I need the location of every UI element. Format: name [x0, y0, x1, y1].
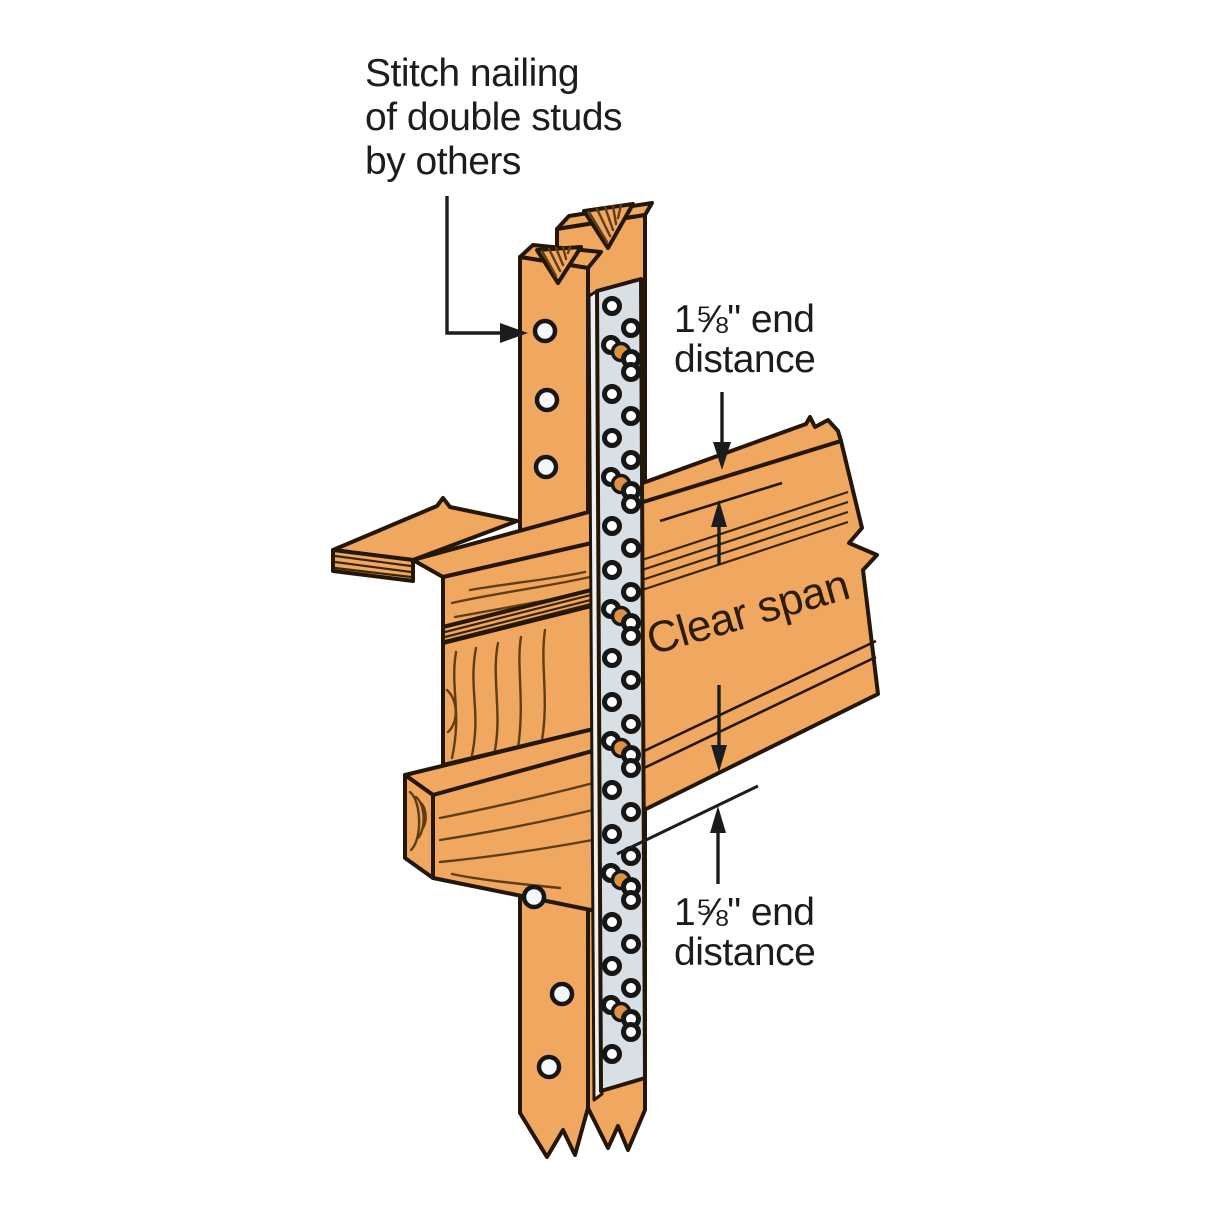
plywood-sheathing — [331, 496, 519, 583]
block-end-grain-rings — [408, 790, 427, 852]
top-nail-row-line — [659, 481, 783, 523]
beam-right-segment — [638, 415, 880, 814]
strap-hole — [602, 516, 622, 536]
strap-hole — [621, 802, 641, 822]
stud-nail-head-icon — [534, 387, 560, 413]
title-leader-line — [445, 196, 502, 335]
front-stud-break-notch — [535, 245, 583, 285]
strap-hole — [621, 494, 641, 514]
strap-hole — [602, 780, 622, 800]
bottom-extension-line — [616, 784, 759, 856]
strap-hole — [621, 758, 641, 778]
back-stud-break-notch — [582, 202, 635, 250]
clear-span-top-arrowhead-icon — [711, 500, 727, 527]
strap-hole — [621, 890, 641, 910]
strap-hole — [621, 714, 641, 734]
strap-holes-and-nails — [601, 296, 641, 1064]
strap-hole — [602, 912, 622, 932]
stud-nail-head-icon — [532, 318, 558, 344]
stud-nail-head-icon — [536, 1054, 562, 1080]
strap-hole — [621, 318, 641, 338]
strap-hole — [602, 824, 622, 844]
top-end-distance-line-1: 1⅝" end — [674, 298, 814, 341]
strap-hole — [621, 582, 641, 602]
strap-hole — [621, 362, 641, 382]
bottom-end-distance-line-2: distance — [674, 931, 815, 974]
strap-hole — [602, 560, 622, 580]
clear-span-bottom-arrowhead-icon — [711, 745, 727, 772]
stud-nail-head-icon — [549, 981, 575, 1007]
title-line-2: of double studs — [365, 96, 622, 139]
title-leader-arrowhead-icon — [500, 323, 528, 343]
front-stud-notch-hatching — [540, 245, 572, 278]
top-end-distance-label: 1⅝" end distance — [674, 298, 825, 381]
strap-hole — [602, 296, 622, 316]
title: Stitch nailing of double studs by others — [365, 52, 632, 183]
strap-hole — [621, 626, 641, 646]
back-stud-notch-hatching — [587, 203, 623, 244]
strap-hole — [621, 1022, 641, 1042]
beam-right-plywood-lines — [641, 490, 849, 592]
strap-hole — [602, 428, 622, 448]
sheathing-lamination-lines — [334, 554, 412, 579]
bottom-end-distance-label: 1⅝" end distance — [674, 891, 825, 974]
strap-hole — [621, 406, 641, 426]
strap-hole — [621, 934, 641, 954]
strap-hole — [621, 450, 641, 470]
top-end-distance-line-2: distance — [674, 338, 815, 381]
bottom-plate-block — [403, 721, 642, 922]
stud-nail-head-icon — [533, 454, 559, 480]
beam-right-bottom-lam-lines — [641, 639, 877, 771]
strap-hole — [602, 1044, 622, 1064]
title-line-3: by others — [365, 140, 521, 183]
stud-nail-heads — [521, 318, 575, 1080]
strap-hole — [621, 978, 641, 998]
strap-hole — [621, 670, 641, 690]
stud-nail-head-icon — [521, 884, 547, 910]
top-end-distance-arrowhead-icon — [713, 442, 731, 470]
beam-bottom-lumber-grain — [445, 628, 547, 762]
strap-hole — [602, 648, 622, 668]
strap-hole — [602, 956, 622, 976]
bottom-end-distance-line-1: 1⅝" end — [674, 891, 814, 934]
strap-hole — [621, 538, 641, 558]
strap-hole — [602, 692, 622, 712]
beam-right-front-face — [638, 439, 880, 814]
block-front-grain — [438, 770, 636, 890]
title-line-1: Stitch nailing — [365, 52, 579, 95]
bottom-end-distance-arrowhead-icon — [710, 806, 726, 833]
strap-hole — [602, 384, 622, 404]
